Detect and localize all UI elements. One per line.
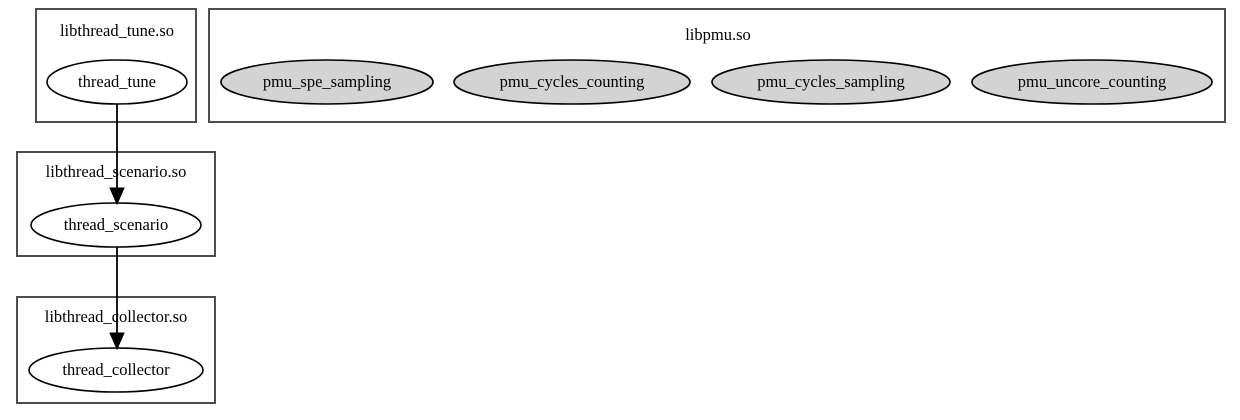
node-thread-scenario[interactable] [30, 202, 202, 248]
edge-thread-tune-to-thread-scenario[interactable] [109, 104, 125, 206]
node-label-thread-collector: thread_collector [62, 360, 170, 379]
cluster-libthread-tune[interactable]: libthread_tune.so thread_tune [35, 8, 197, 123]
node-pmu-cycles-counting[interactable] [453, 59, 691, 105]
node-thread-collector[interactable] [28, 347, 204, 393]
node-label-pmu-spe-sampling: pmu_spe_sampling [263, 72, 391, 91]
cluster-box-libthread-collector[interactable] [16, 296, 216, 404]
node-pmu-cycles-sampling[interactable] [711, 59, 951, 105]
cluster-label-libthread-collector: libthread_collector.so [45, 307, 188, 326]
cluster-libthread-collector[interactable]: libthread_collector.so thread_collector [16, 296, 216, 404]
node-label-pmu-cycles-counting: pmu_cycles_counting [500, 72, 645, 91]
arrowhead-scenario-collector [109, 332, 125, 351]
node-label-thread-scenario: thread_scenario [64, 215, 168, 234]
node-label-pmu-cycles-sampling: pmu_cycles_sampling [757, 72, 905, 91]
node-label-pmu-uncore-counting: pmu_uncore_counting [1018, 72, 1166, 91]
cluster-libthread-scenario[interactable]: libthread_scenario.so thread_scenario [16, 151, 216, 257]
cluster-label-libthread-tune: libthread_tune.so [60, 21, 174, 40]
node-label-thread-tune: thread_tune [78, 72, 156, 91]
cluster-label-libthread-scenario: libthread_scenario.so [46, 162, 187, 181]
edge-thread-scenario-to-thread-collector[interactable] [109, 247, 125, 351]
cluster-box-libthread-scenario[interactable] [16, 151, 216, 257]
node-pmu-spe-sampling[interactable] [220, 59, 434, 105]
cluster-box-libpmu[interactable] [208, 8, 1226, 123]
cluster-label-libpmu: libpmu.so [685, 25, 751, 44]
arrowhead-tune-scenario [109, 187, 125, 206]
cluster-box-libthread-tune[interactable] [35, 8, 197, 123]
node-pmu-uncore-counting[interactable] [971, 59, 1213, 105]
cluster-libpmu[interactable]: libpmu.so pmu_spe_sampling pmu_cycles_co… [208, 8, 1226, 123]
